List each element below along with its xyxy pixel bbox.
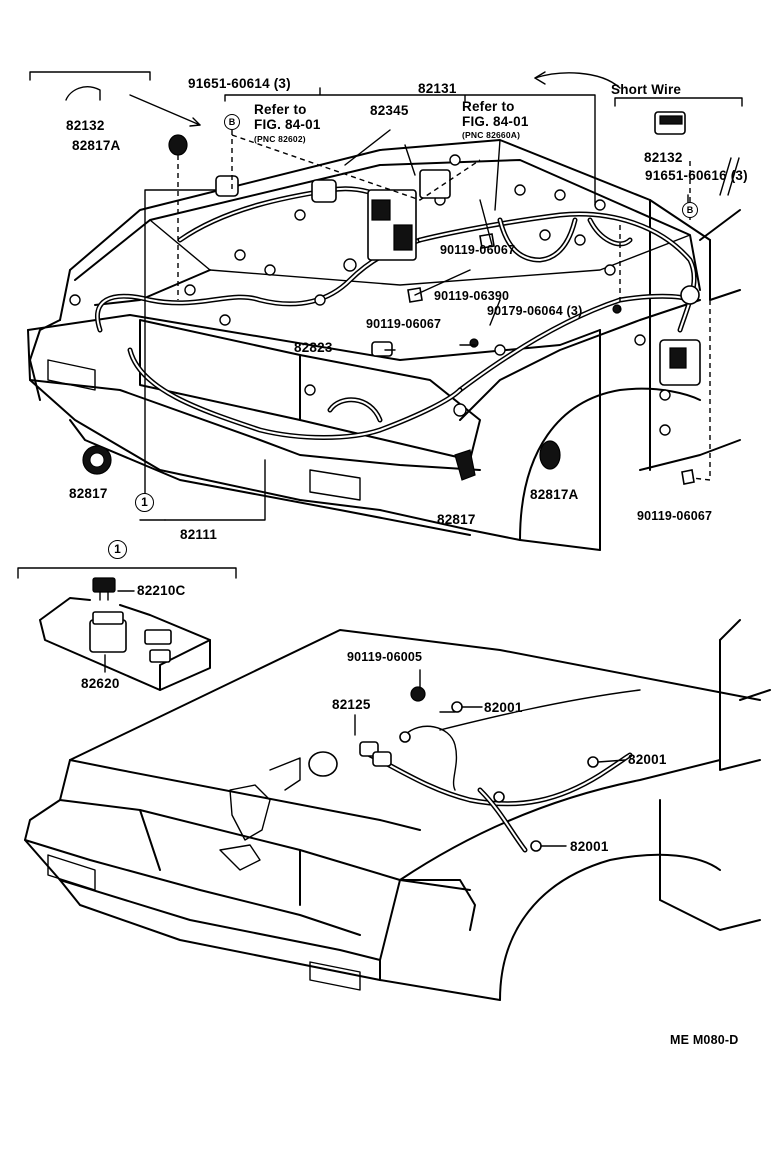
marker-circle-1-top: 1 xyxy=(135,493,154,512)
short-wire-left xyxy=(65,86,101,101)
label-82001-c: 82001 xyxy=(570,839,609,854)
diagram-code: ME M080-D xyxy=(670,1033,739,1047)
label-90119-06067-b: 90119-06067 xyxy=(366,317,442,331)
relay-detail xyxy=(39,577,211,691)
marker-b-left: B xyxy=(224,114,240,130)
label-82817A-top: 82817A xyxy=(72,138,121,153)
leader-lines xyxy=(129,71,711,481)
short-wire-right xyxy=(719,157,740,196)
label-short-wire: Short Wire xyxy=(611,82,682,97)
refer-note-2-line1: Refer to xyxy=(462,99,515,114)
label-82132-left: 82132 xyxy=(66,118,105,133)
label-82131: 82131 xyxy=(418,81,457,96)
label-82823: 82823 xyxy=(294,340,333,355)
bottom-car-body xyxy=(24,619,771,1001)
label-91651-60616: 91651-60616 (3) xyxy=(645,168,748,183)
label-82111: 82111 xyxy=(180,527,218,542)
label-82345: 82345 xyxy=(370,103,409,118)
label-82001-b: 82001 xyxy=(628,752,667,767)
grommets-top xyxy=(82,111,695,485)
refer-note-2-line2: FIG. 84-01 xyxy=(462,114,529,129)
refer-note-1-line1: Refer to xyxy=(254,102,307,117)
label-90179-06064: 90179-06064 (3) xyxy=(487,304,583,318)
top-harness xyxy=(69,154,701,440)
label-82210C: 82210C xyxy=(137,583,186,598)
label-82125: 82125 xyxy=(332,697,371,712)
label-82132-right: 82132 xyxy=(644,150,683,165)
marker-b-right: B xyxy=(682,202,698,218)
label-82001-a: 82001 xyxy=(484,700,523,715)
top-car-body xyxy=(27,139,741,551)
label-90119-06005: 90119-06005 xyxy=(347,650,423,664)
label-82817A-right: 82817A xyxy=(530,487,579,502)
bottom-harness xyxy=(269,669,633,853)
bracket-lines xyxy=(17,71,743,579)
refer-note-1-line2: FIG. 84-01 xyxy=(254,117,321,132)
refer-note-2-line3: (PNC 82660A) xyxy=(462,130,521,140)
label-82817-left: 82817 xyxy=(69,486,108,501)
refer-note-1-line3: (PNC 82602) xyxy=(254,134,306,144)
label-90119-06067-c: 90119-06067 xyxy=(637,509,713,523)
label-91651-60614: 91651-60614 (3) xyxy=(188,76,291,91)
label-90119-06390: 90119-06390 xyxy=(434,289,510,303)
label-82817-mid: 82817 xyxy=(437,512,476,527)
leader-lines-bottom xyxy=(354,706,626,847)
label-90119-06067-a: 90119-06067 xyxy=(440,243,516,257)
marker-circle-1-detail: 1 xyxy=(108,540,127,559)
label-82620: 82620 xyxy=(81,676,120,691)
